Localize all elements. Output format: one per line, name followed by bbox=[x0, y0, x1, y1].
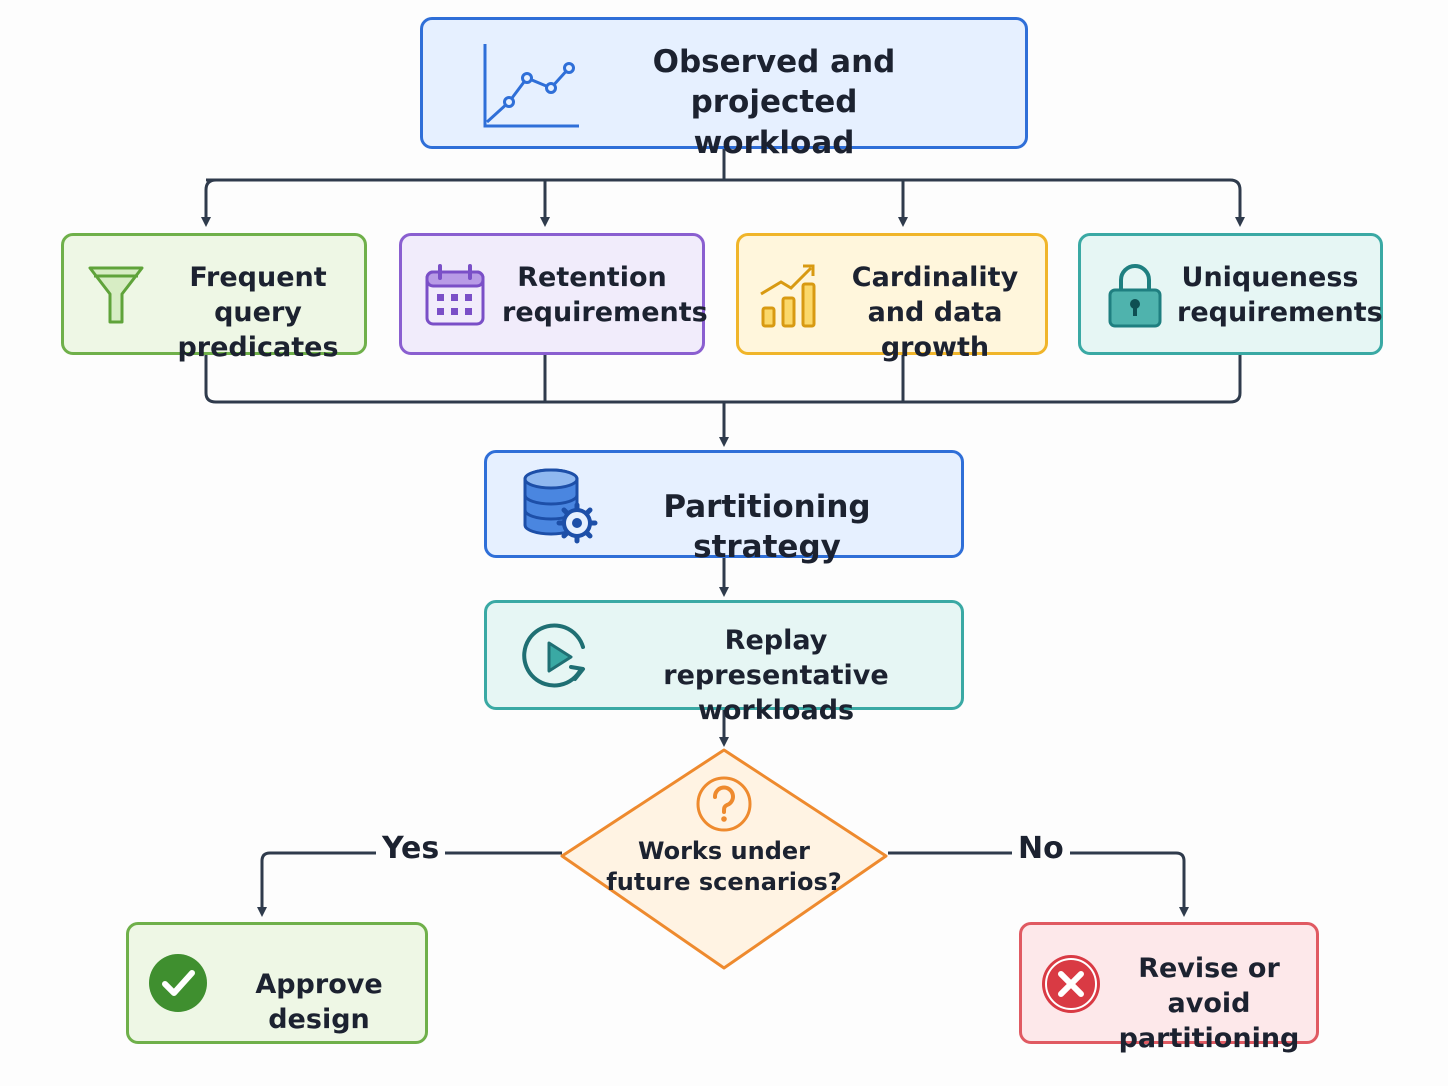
node-replay-label: Replay representative workloads bbox=[663, 625, 889, 727]
fanout-bus bbox=[204, 178, 1242, 214]
edge-yes-label: Yes bbox=[376, 831, 446, 866]
fanin-bus bbox=[204, 354, 1242, 404]
calendar-icon bbox=[425, 264, 485, 326]
question-icon bbox=[696, 776, 752, 832]
node-strategy-label: Partitioning strategy bbox=[663, 489, 871, 566]
funnel-icon bbox=[88, 266, 144, 324]
node-approve: Approve design bbox=[126, 922, 428, 1044]
line-chart-icon bbox=[483, 44, 579, 128]
node-retention: Retention requirements bbox=[399, 233, 708, 355]
node-uniqueness: Uniqueness requirements bbox=[1078, 233, 1383, 355]
node-replay: Replay representative workloads bbox=[484, 600, 964, 726]
node-predicates: Frequent query predicates bbox=[61, 233, 367, 363]
node-uniqueness-label: Uniqueness requirements bbox=[1177, 262, 1383, 329]
decision-diamond bbox=[560, 748, 888, 970]
node-cardinality: Cardinality and data growth bbox=[736, 233, 1048, 363]
node-workload-label: Observed and projected workload bbox=[652, 44, 896, 161]
replay-icon bbox=[522, 623, 585, 688]
x-circle-icon bbox=[1042, 955, 1100, 1013]
check-circle-icon bbox=[149, 954, 207, 1012]
node-cardinality-label: Cardinality and data growth bbox=[851, 262, 1019, 364]
node-approve-label: Approve design bbox=[255, 969, 383, 1036]
node-workload: Observed and projected workload bbox=[420, 17, 1028, 161]
bar-growth-icon bbox=[760, 264, 816, 328]
node-revise-label: Revise or avoid partitioning bbox=[1118, 953, 1300, 1055]
node-strategy: Partitioning strategy bbox=[484, 450, 964, 565]
node-retention-label: Retention requirements bbox=[502, 262, 708, 329]
database-gear-icon bbox=[523, 468, 598, 544]
decision-label: Works under future scenarios? bbox=[606, 837, 842, 897]
edge-no-label: No bbox=[1012, 831, 1070, 866]
node-revise: Revise or avoid partitioning bbox=[1019, 922, 1319, 1054]
padlock-icon bbox=[1108, 264, 1162, 328]
node-predicates-label: Frequent query predicates bbox=[177, 262, 339, 364]
